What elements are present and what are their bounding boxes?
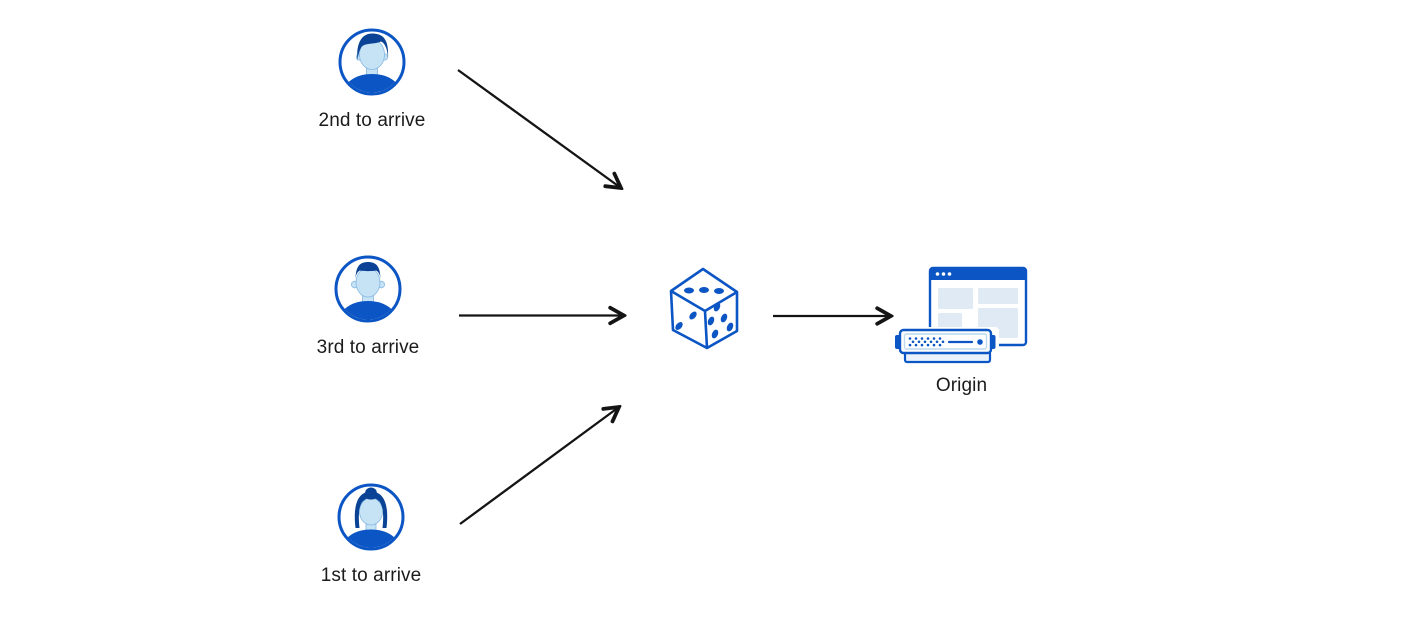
node-visitor-2nd: 2nd to arrive	[292, 27, 452, 132]
origin-label: Origin	[935, 375, 988, 396]
avatar-man-swept-hair-icon	[338, 28, 406, 96]
avatar-woman-bun-icon	[337, 483, 405, 551]
node-visitor-3rd: 3rd to arrive	[288, 254, 448, 359]
dice-icon	[669, 267, 739, 350]
visitor-3rd-label: 3rd to arrive	[316, 337, 420, 358]
node-random-dice	[669, 267, 739, 351]
arrow-visitor-1st-to-dice	[459, 407, 619, 525]
node-origin: Origin	[893, 262, 1030, 397]
browser-window-icon	[928, 266, 1028, 347]
arrow-visitor-2nd-to-dice	[457, 69, 621, 188]
avatar-man-flattop-icon	[334, 255, 402, 323]
visitor-2nd-label: 2nd to arrive	[318, 110, 426, 131]
node-visitor-1st: 1st to arrive	[291, 482, 451, 587]
visitor-1st-label: 1st to arrive	[320, 565, 422, 586]
origin-server-icon	[893, 266, 1028, 366]
server-icon	[893, 327, 999, 366]
